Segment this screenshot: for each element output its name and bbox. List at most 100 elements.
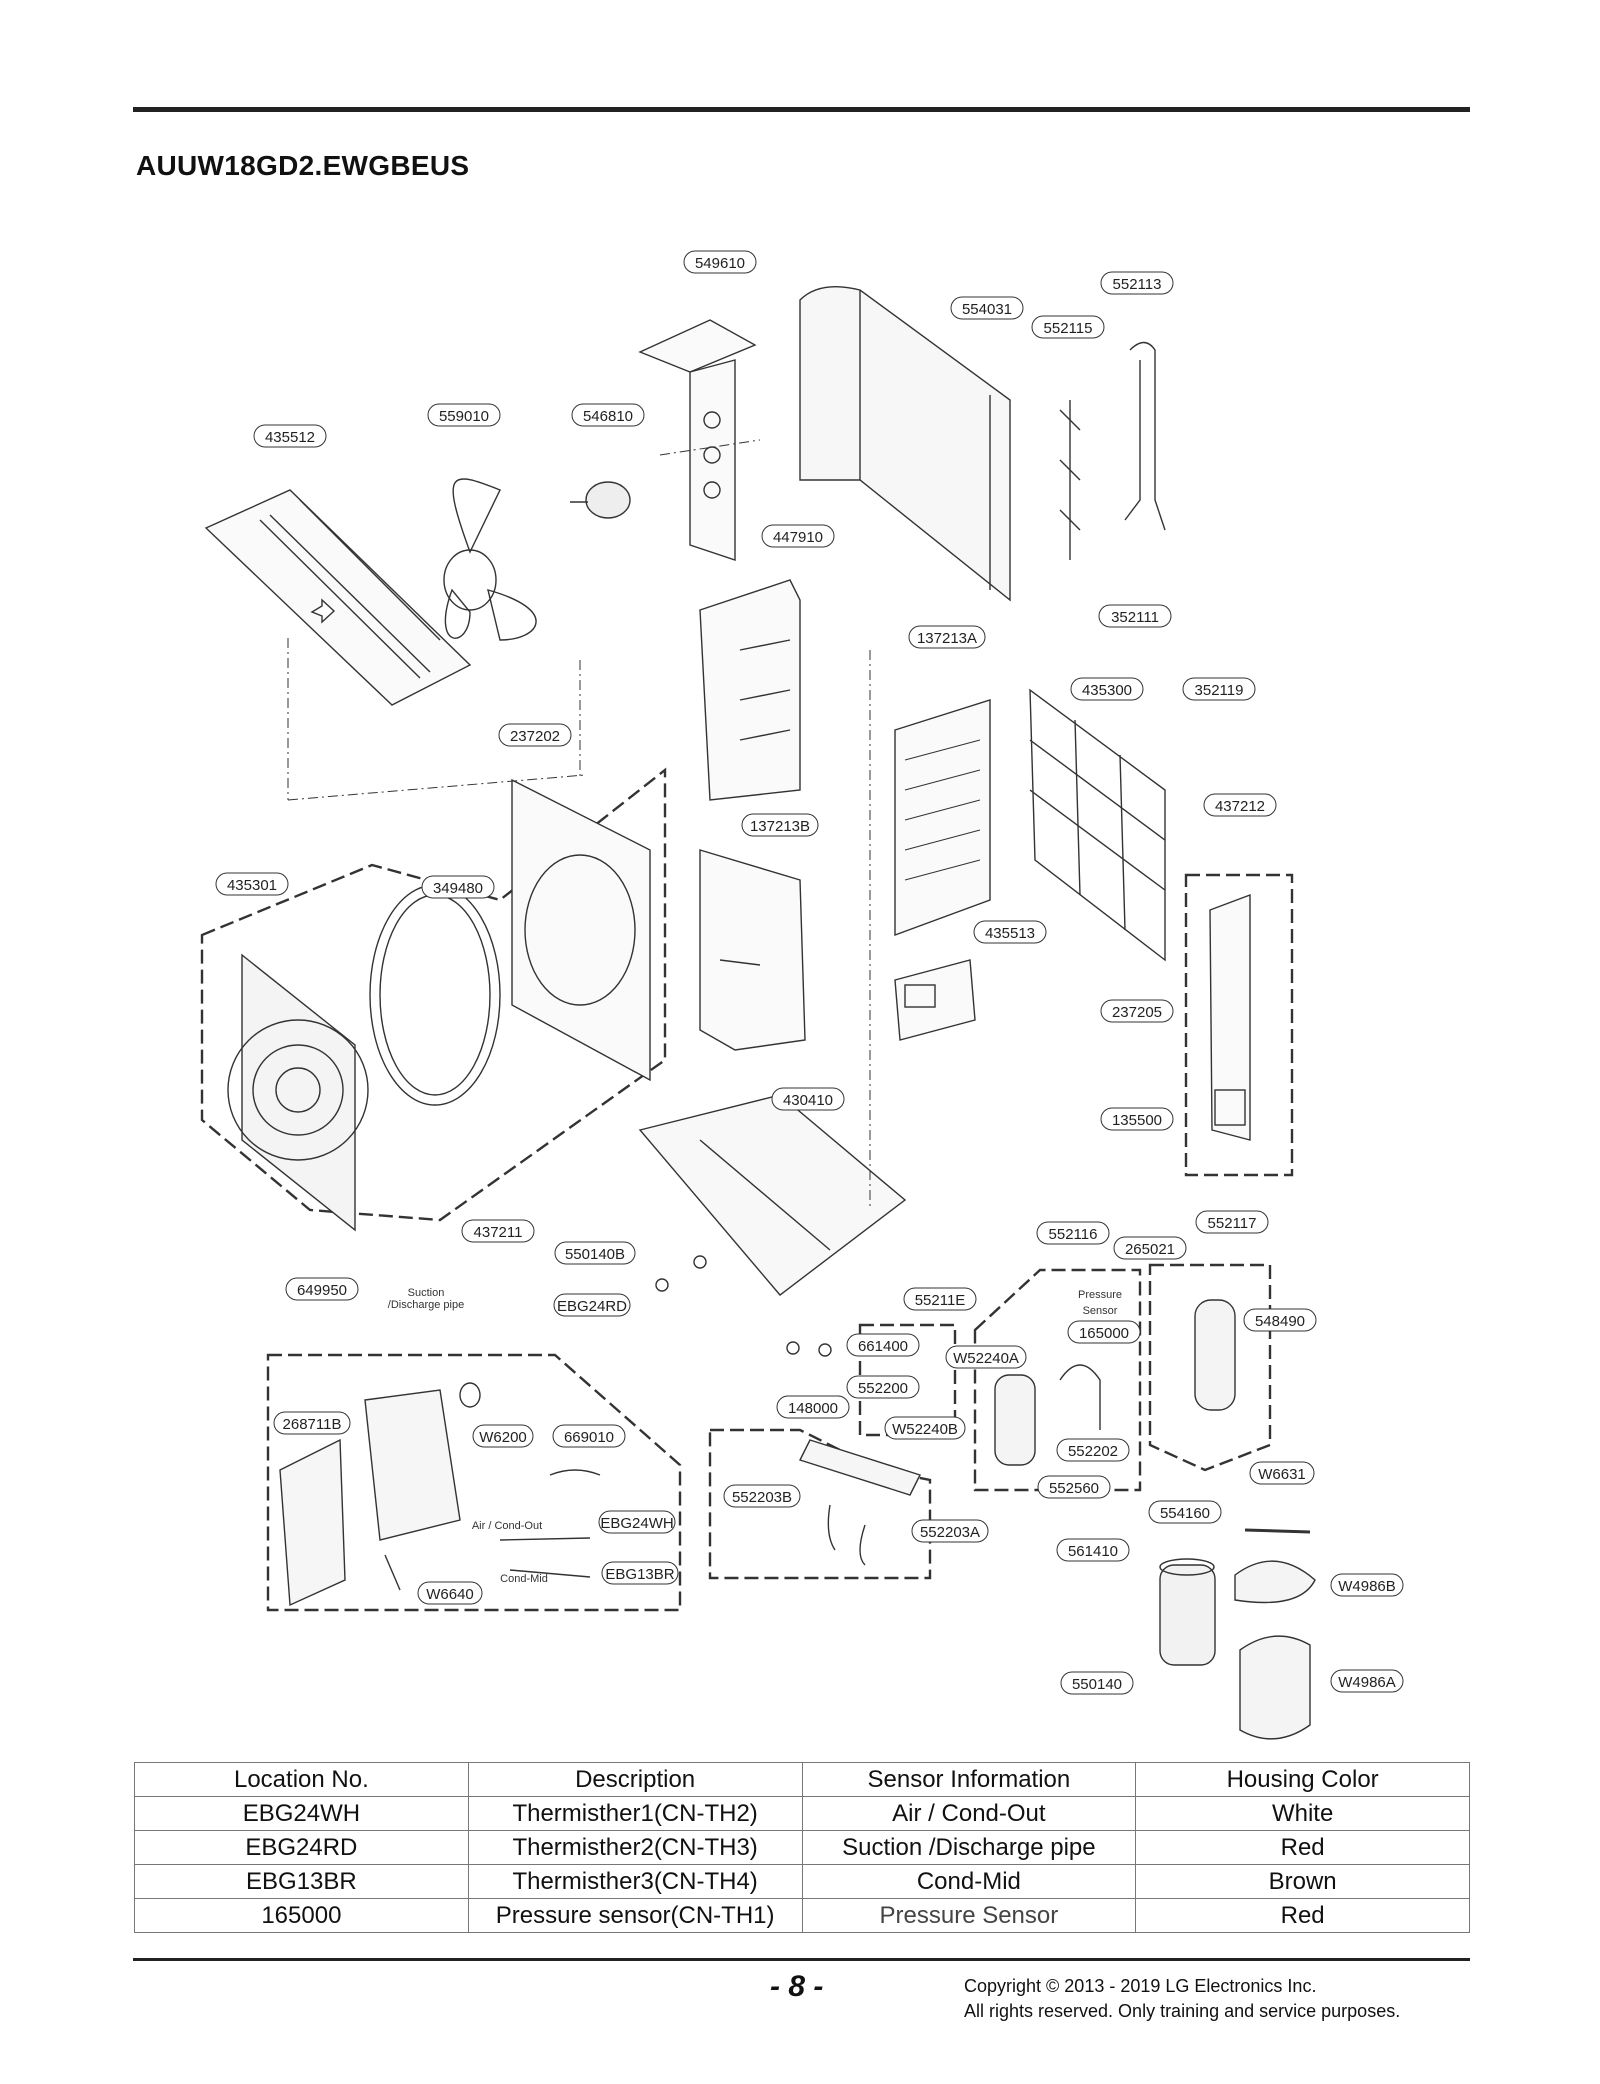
- callout-237205: 237205: [1112, 1004, 1162, 1021]
- callout-554160: 554160: [1160, 1505, 1210, 1522]
- callout-550140b: 550140B: [565, 1246, 625, 1263]
- bottom-rule: [133, 1958, 1470, 1961]
- column-header: Location No.: [134, 1762, 469, 1797]
- callout-349480: 349480: [433, 880, 483, 897]
- table-cell: Pressure sensor(CN-TH1): [467, 1898, 803, 1933]
- small-grille-drawing: [894, 959, 976, 1041]
- shroud-ring-drawing: [369, 884, 501, 1106]
- callout-552203b: 552203B: [732, 1489, 792, 1506]
- callout-165000: 165000: [1079, 1325, 1129, 1342]
- callout-148000: 148000: [788, 1400, 838, 1417]
- model-title: AUUW18GD2.EWGBEUS: [136, 150, 470, 181]
- note-pressure: Pressure: [1078, 1289, 1122, 1301]
- top-cover-drawing: [204, 489, 472, 706]
- callout-352111: 352111: [1111, 609, 1159, 626]
- callout-labels: 549610 554031 552113 552115 435512 55901…: [215, 250, 1404, 1695]
- callout-430410: 430410: [783, 1092, 833, 1109]
- table-cell: 165000: [134, 1898, 469, 1933]
- callout-352119: 352119: [1195, 682, 1244, 699]
- column-header: Description: [467, 1762, 803, 1797]
- copyright: Copyright © 2013 - 2019 LG Electronics I…: [964, 1974, 1400, 2024]
- copyright-line-1: Copyright © 2013 - 2019 LG Electronics I…: [964, 1976, 1317, 1996]
- table-cell: Thermisther1(CN-TH2): [467, 1796, 803, 1831]
- callout-435512: 435512: [265, 429, 315, 446]
- callout-561410: 561410: [1068, 1543, 1118, 1560]
- callout-137213b: 137213B: [750, 818, 810, 835]
- compressor-drawing: [1159, 1558, 1216, 1666]
- callout-447910: 447910: [773, 529, 823, 546]
- callout-268711b: 268711B: [283, 1416, 342, 1433]
- callout-559010: 559010: [439, 408, 489, 425]
- table-row: 165000 Pressure sensor(CN-TH1) Pressure …: [134, 1898, 1470, 1933]
- table-row: EBG24RD Thermisther2(CN-TH3) Suction /Di…: [134, 1830, 1470, 1865]
- front-grille-drawing: [227, 953, 369, 1232]
- callout-ebg13br: EBG13BR: [605, 1566, 674, 1583]
- callout-135500: 135500: [1112, 1112, 1162, 1129]
- callout-w4986b: W4986B: [1338, 1578, 1396, 1595]
- callout-435301: 435301: [227, 877, 277, 894]
- callout-237202: 237202: [510, 728, 560, 745]
- callout-ebg24rd: EBG24RD: [557, 1298, 627, 1315]
- partition-drawing: [511, 778, 651, 1082]
- callout-548490: 548490: [1255, 1313, 1305, 1330]
- table-row: EBG24WH Thermisther1(CN-TH2) Air / Cond-…: [134, 1796, 1470, 1831]
- note-cond-mid: Cond-Mid: [500, 1573, 548, 1585]
- callout-554031: 554031: [962, 301, 1012, 318]
- callout-550140: 550140: [1072, 1676, 1122, 1693]
- column-header: Sensor Information: [801, 1762, 1137, 1797]
- table-cell: EBG24RD: [134, 1830, 469, 1865]
- table-row: EBG13BR Thermisther3(CN-TH4) Cond-Mid Br…: [134, 1864, 1470, 1899]
- fan-drawing: [443, 478, 537, 641]
- callout-w6631: W6631: [1258, 1466, 1306, 1483]
- top-rule: [133, 107, 1470, 112]
- callout-552116: 552116: [1049, 1226, 1098, 1243]
- table-cell: Red: [1135, 1830, 1470, 1865]
- callout-552117: 552117: [1208, 1215, 1257, 1232]
- motor-drawing: [570, 481, 631, 519]
- callout-435513: 435513: [985, 925, 1035, 942]
- table-cell: Red: [1135, 1898, 1470, 1933]
- callout-552115: 552115: [1044, 320, 1093, 337]
- motor-bracket-drawing: [638, 319, 757, 561]
- page-number: - 8 -: [770, 1970, 824, 2003]
- accumulator-drawing: [994, 1364, 1101, 1466]
- callout-437211: 437211: [474, 1224, 523, 1241]
- note-suction: Suction: [408, 1287, 445, 1299]
- callout-552200: 552200: [858, 1380, 908, 1397]
- table-cell: Air / Cond-Out: [801, 1796, 1137, 1831]
- sensor-table: Location No. Description Sensor Informat…: [134, 1762, 1470, 1933]
- table-cell: Suction /Discharge pipe: [801, 1830, 1137, 1865]
- callout-w52240b: W52240B: [892, 1421, 958, 1438]
- callout-552113: 552113: [1113, 276, 1162, 293]
- side-panel-drawing: [699, 579, 801, 801]
- callout-552560: 552560: [1049, 1480, 1099, 1497]
- note-sensor: Sensor: [1083, 1305, 1118, 1317]
- callout-552203a: 552203A: [920, 1524, 980, 1541]
- rear-grille-drawing: [894, 699, 991, 937]
- callout-546810: 546810: [583, 408, 633, 425]
- callout-549610: 549610: [695, 255, 745, 272]
- right-side-panel-drawing: [1209, 893, 1251, 1141]
- control-box-drawing: [279, 1382, 601, 1607]
- table-cell: Pressure Sensor: [801, 1898, 1137, 1933]
- table-cell: EBG13BR: [134, 1864, 469, 1899]
- callout-435300: 435300: [1082, 682, 1132, 699]
- callout-w6200: W6200: [479, 1429, 527, 1446]
- callout-w6640: W6640: [426, 1586, 474, 1603]
- compressor-jacket-drawing: [1239, 1635, 1311, 1740]
- note-discharge-pipe: /Discharge pipe: [388, 1299, 464, 1311]
- receiver-drawing: [1194, 1299, 1236, 1411]
- table-cell: Thermisther2(CN-TH3): [467, 1830, 803, 1865]
- callout-ebg24wh: EBG24WH: [600, 1515, 673, 1532]
- callout-661400: 661400: [858, 1338, 908, 1355]
- condenser-coil-drawing: [799, 285, 1011, 602]
- base-pan-drawing: [638, 1094, 907, 1357]
- copyright-line-2: All rights reserved. Only training and s…: [964, 2001, 1401, 2021]
- table-cell: Cond-Mid: [801, 1864, 1137, 1899]
- table-cell: EBG24WH: [134, 1796, 469, 1831]
- table-cell: Brown: [1135, 1864, 1470, 1899]
- table-header-row: Location No. Description Sensor Informat…: [134, 1762, 1470, 1797]
- lower-side-panel-drawing: [699, 849, 806, 1051]
- pipe-assembly-drawing: [1059, 341, 1166, 560]
- callout-669010: 669010: [564, 1429, 614, 1446]
